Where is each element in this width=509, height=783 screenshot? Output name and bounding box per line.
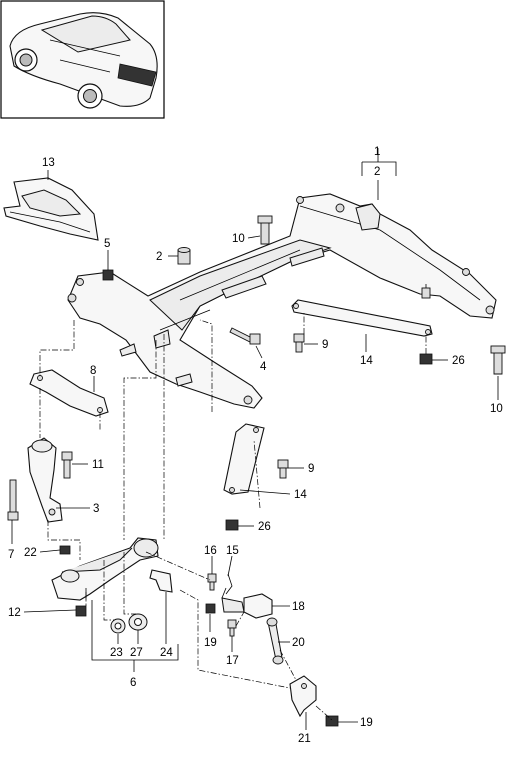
height-sensor	[221, 587, 273, 619]
bolt-10-lower	[490, 345, 506, 375]
callout-9-upper: 9	[322, 339, 328, 351]
nut-26-upper	[419, 353, 433, 365]
nut-26-lower	[225, 519, 239, 531]
bolt-17	[227, 619, 237, 637]
bolt-10-upper	[257, 215, 273, 245]
spacer-2	[177, 247, 191, 265]
callout-13: 13	[42, 157, 55, 169]
callout-26-upper: 26	[452, 355, 465, 367]
bolt-7	[7, 479, 19, 521]
bolt-11	[61, 451, 73, 479]
heat-shield	[3, 177, 99, 241]
callout-24: 24	[160, 647, 173, 659]
callout-9-lower: 9	[308, 463, 314, 475]
callout-6: 6	[130, 677, 136, 689]
spring-clip-15	[225, 573, 233, 595]
callout-21: 21	[298, 733, 311, 745]
lower-control-arm	[51, 537, 159, 601]
callout-17: 17	[226, 655, 239, 667]
callout-7: 7	[8, 549, 14, 561]
leader-lines	[11, 148, 499, 730]
callout-14-upper: 14	[360, 355, 373, 367]
callout-19-lower: 19	[360, 717, 373, 729]
callout-15: 15	[226, 545, 239, 557]
callout-14-lower: 14	[294, 489, 307, 501]
callout-5: 5	[104, 238, 110, 250]
callout-19-upper: 19	[204, 637, 217, 649]
nut-19-upper	[205, 603, 216, 614]
callout-10-lower: 10	[490, 403, 503, 415]
callout-20: 20	[292, 637, 305, 649]
callout-26-lower: 26	[258, 521, 271, 533]
bolt-16	[207, 573, 217, 591]
engine-mount	[27, 437, 63, 523]
callout-2: 2	[374, 166, 380, 178]
bolt-4	[229, 327, 261, 345]
brace-bar-upper	[291, 299, 433, 337]
callout-labels: 1 2 13 10 5 2 9 14 26 4 10 8 11 9 14 3 2…	[8, 146, 503, 745]
callout-1: 1	[374, 146, 380, 158]
callout-3: 3	[93, 503, 99, 515]
bushing-27	[128, 613, 148, 631]
coupling-rod	[266, 617, 284, 665]
callout-12: 12	[8, 607, 21, 619]
assembly-lines	[39, 312, 427, 721]
sensor-bracket	[289, 675, 317, 718]
callout-23: 23	[110, 647, 123, 659]
callout-11: 11	[92, 459, 104, 471]
callout-10-upper: 10	[232, 233, 245, 245]
nut-12	[75, 605, 87, 617]
nut-5	[102, 269, 114, 281]
bolt-9-upper	[293, 333, 305, 353]
callout-8: 8	[90, 365, 96, 377]
callout-18: 18	[292, 601, 305, 613]
rear-axle-subframe	[67, 193, 497, 409]
nut-19-lower	[325, 715, 339, 727]
callout-27: 27	[130, 647, 143, 659]
callout-2-spacer: 2	[156, 251, 162, 263]
bolt-9-lower	[277, 459, 289, 479]
car-illustration	[9, 12, 158, 109]
callout-22: 22	[24, 547, 37, 559]
clip-24	[149, 569, 173, 593]
callout-4: 4	[260, 361, 267, 373]
vehicle-thumbnail	[0, 0, 165, 119]
callout-16: 16	[204, 545, 217, 557]
bushing-23	[110, 618, 126, 634]
nut-22	[59, 545, 71, 555]
